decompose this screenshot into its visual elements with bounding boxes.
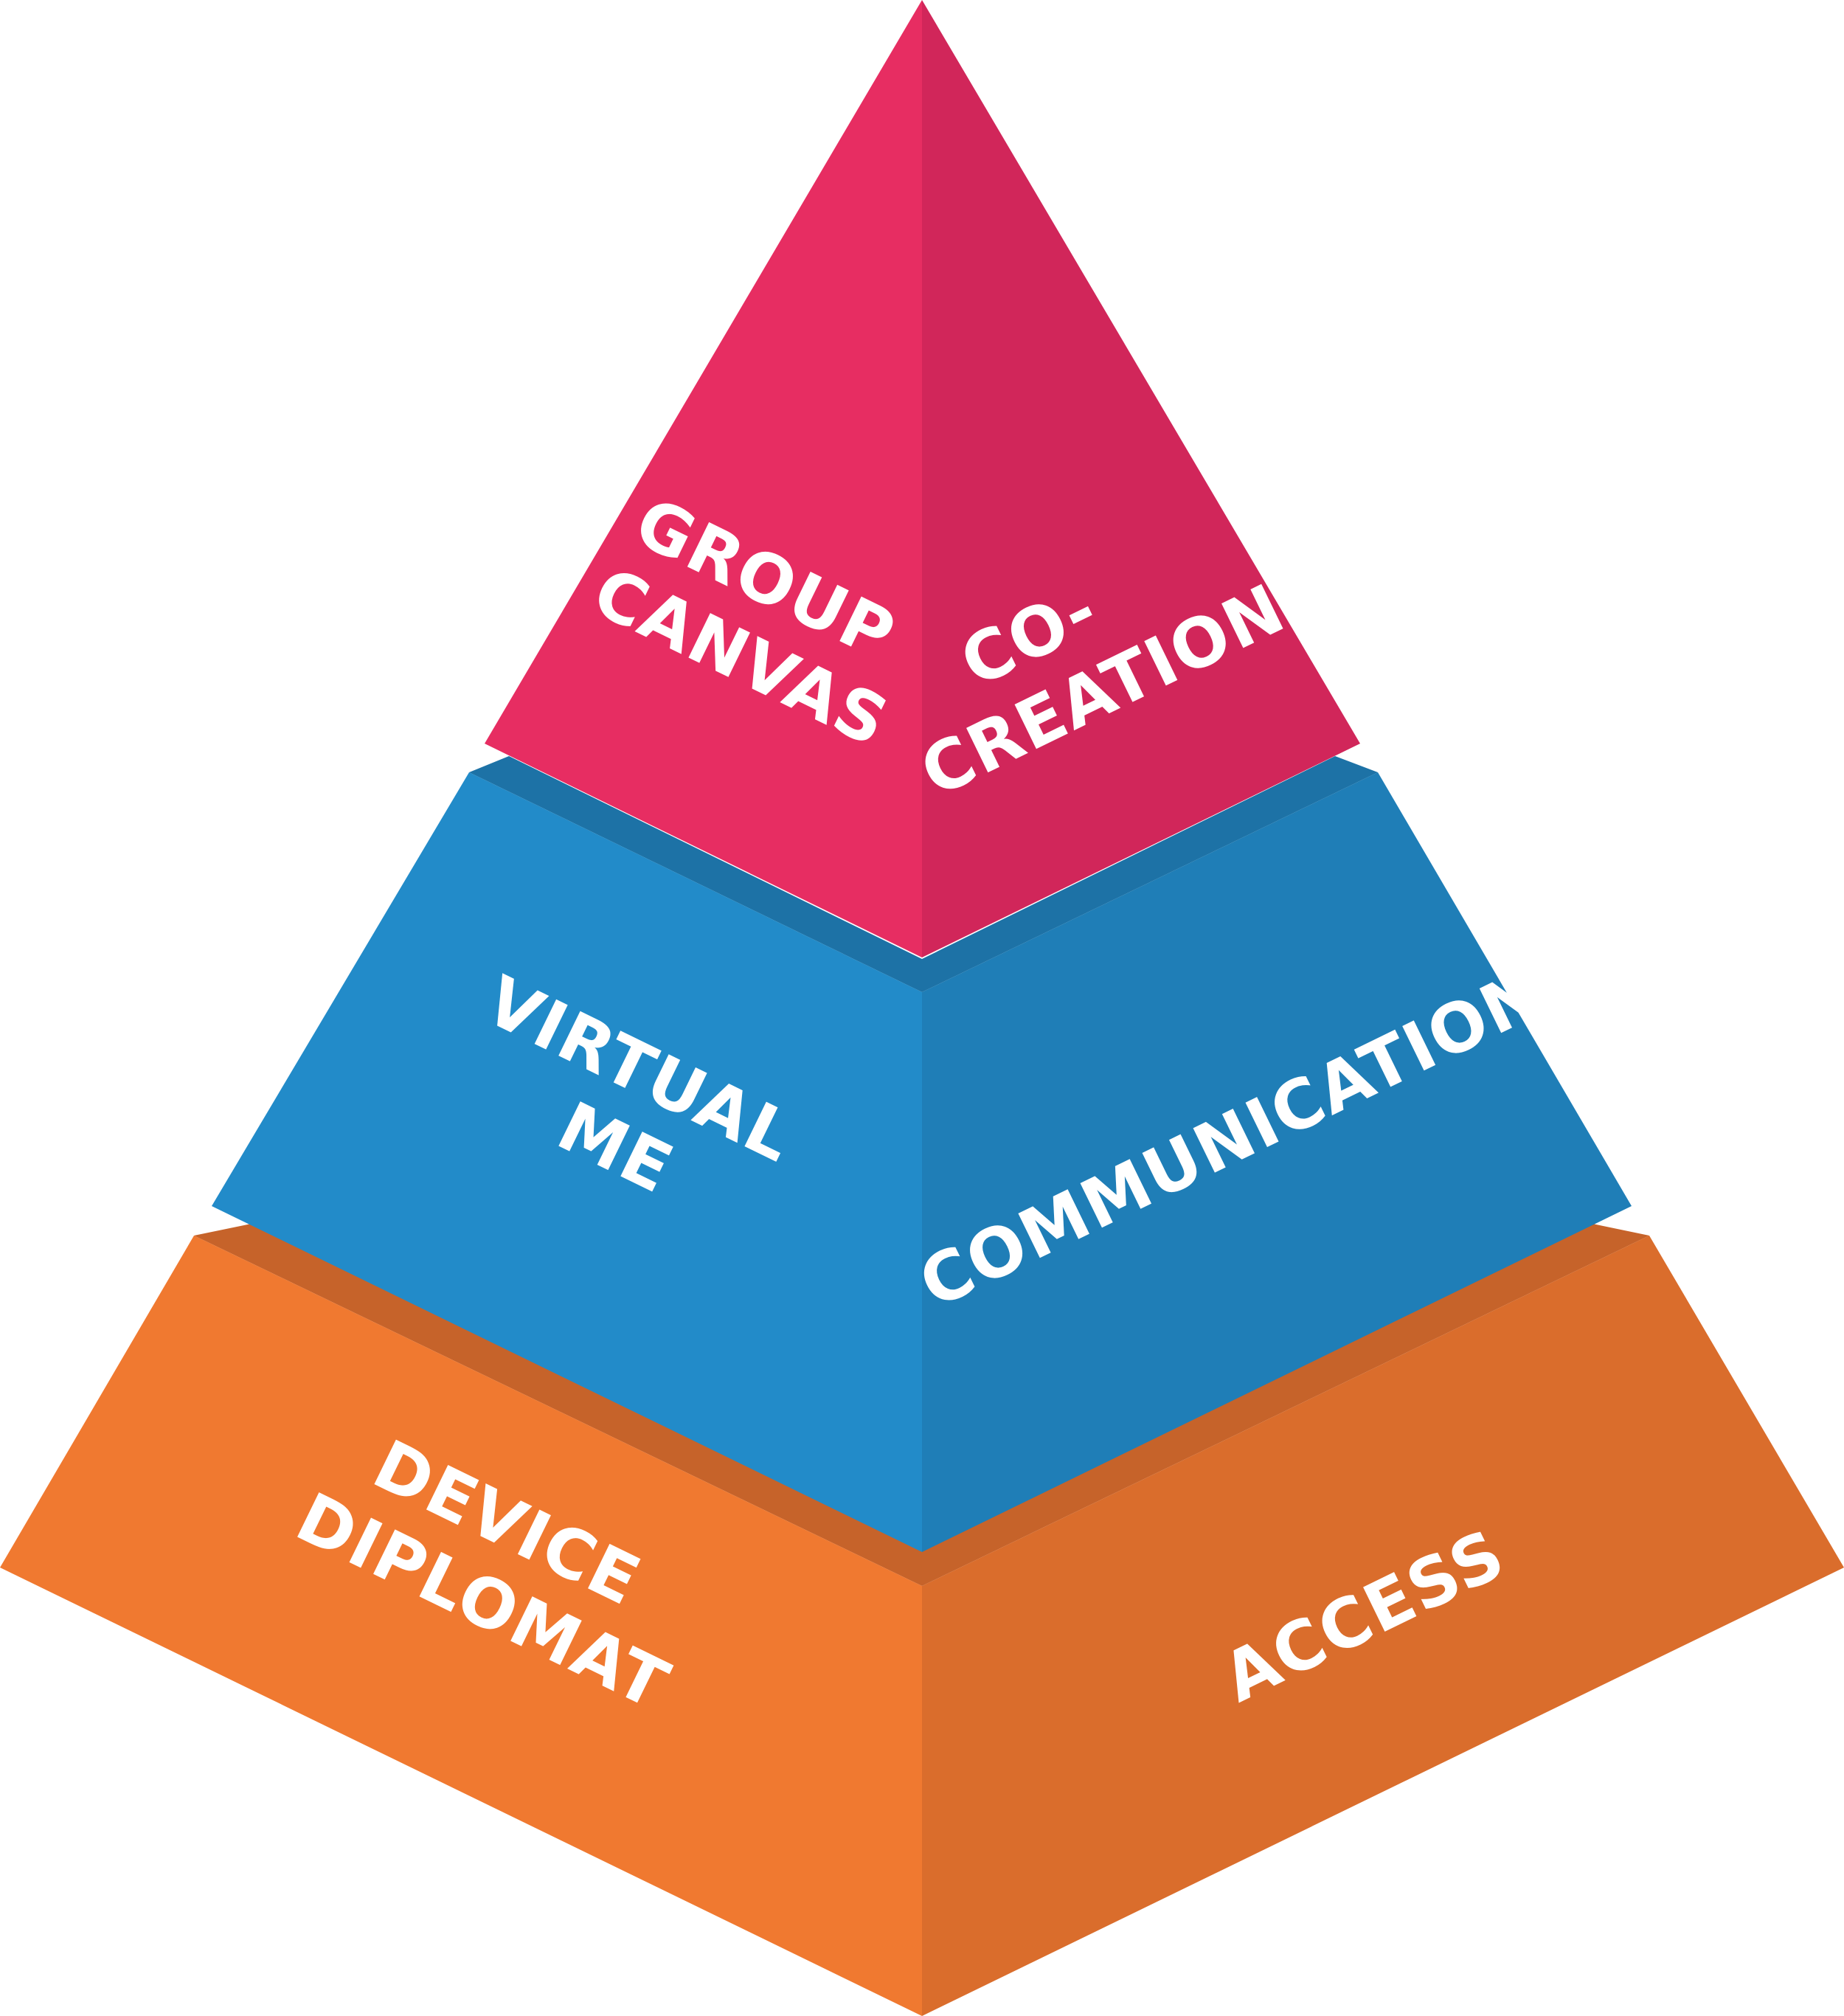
tier-middle-left-face <box>212 772 922 1552</box>
tier-top-right-face <box>922 0 1360 957</box>
tier-top-left-face <box>485 0 922 957</box>
tier-top <box>485 0 1360 957</box>
tier-middle <box>212 756 1632 1552</box>
tier-bottom-left-face <box>0 1236 922 2016</box>
tier-bottom-right-face <box>922 1236 1844 2016</box>
tier-middle-right-face <box>922 772 1632 1552</box>
